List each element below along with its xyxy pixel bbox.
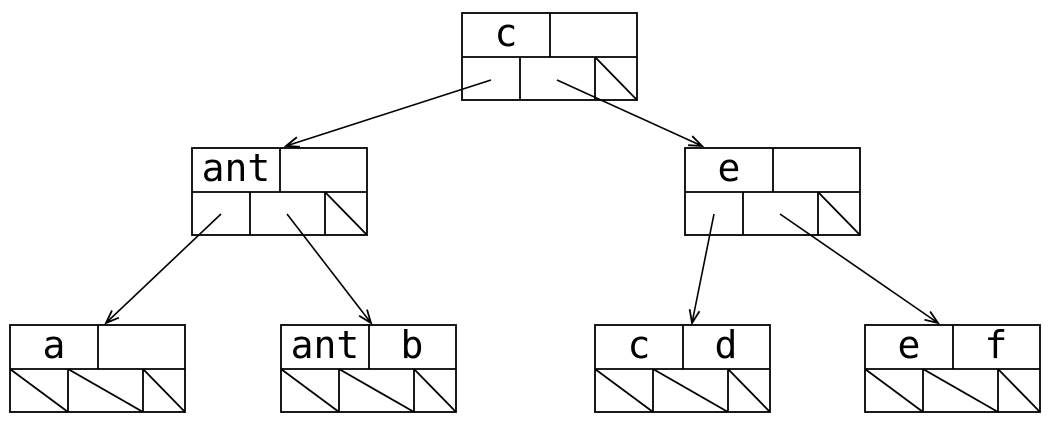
null-pointer-slash [652, 368, 729, 413]
null-pointer-slash [594, 368, 654, 413]
key-label: ant [291, 323, 360, 367]
null-pointer-slash [864, 368, 924, 413]
key-label: f [985, 323, 1008, 367]
null-pointer-slash [817, 191, 861, 236]
null-pointer-slash [997, 368, 1041, 413]
key-label: a [43, 323, 66, 367]
node-leaf-4: e f [864, 323, 1041, 413]
null-pointer-slash [594, 56, 638, 101]
null-pointer-slash [922, 368, 999, 413]
tree-edges [106, 79, 938, 323]
node-leaf-1: a [9, 323, 186, 413]
node-root: c [461, 11, 638, 101]
node-internal-right: e [684, 146, 861, 236]
null-pointer-slash [324, 191, 368, 236]
null-pointer-slash [9, 368, 69, 413]
key-label: c [495, 11, 518, 55]
edge-internal-right-to-leaf-4 [779, 213, 938, 323]
key-label: e [898, 323, 921, 367]
edge-internal-left-to-leaf-1 [106, 213, 222, 323]
null-pointer-slash [413, 368, 457, 413]
edge-root-to-internal-right [556, 79, 702, 146]
key-label: d [715, 323, 738, 367]
node-leaf-2: ant b [280, 323, 457, 413]
null-pointer-slash [67, 368, 144, 413]
null-pointer-slash [142, 368, 186, 413]
key-label: b [401, 323, 424, 367]
edge-root-to-internal-left [286, 79, 492, 146]
null-pointer-slash [280, 368, 340, 413]
null-pointer-slash [338, 368, 415, 413]
key-label: ant [202, 146, 271, 190]
null-pointer-slash [727, 368, 771, 413]
edge-internal-left-to-leaf-2 [286, 213, 371, 323]
key-label: e [718, 146, 741, 190]
key-label: c [628, 323, 651, 367]
node-internal-left: ant [191, 146, 368, 236]
edge-internal-right-to-leaf-3 [692, 213, 715, 323]
node-leaf-3: c d [594, 323, 771, 413]
